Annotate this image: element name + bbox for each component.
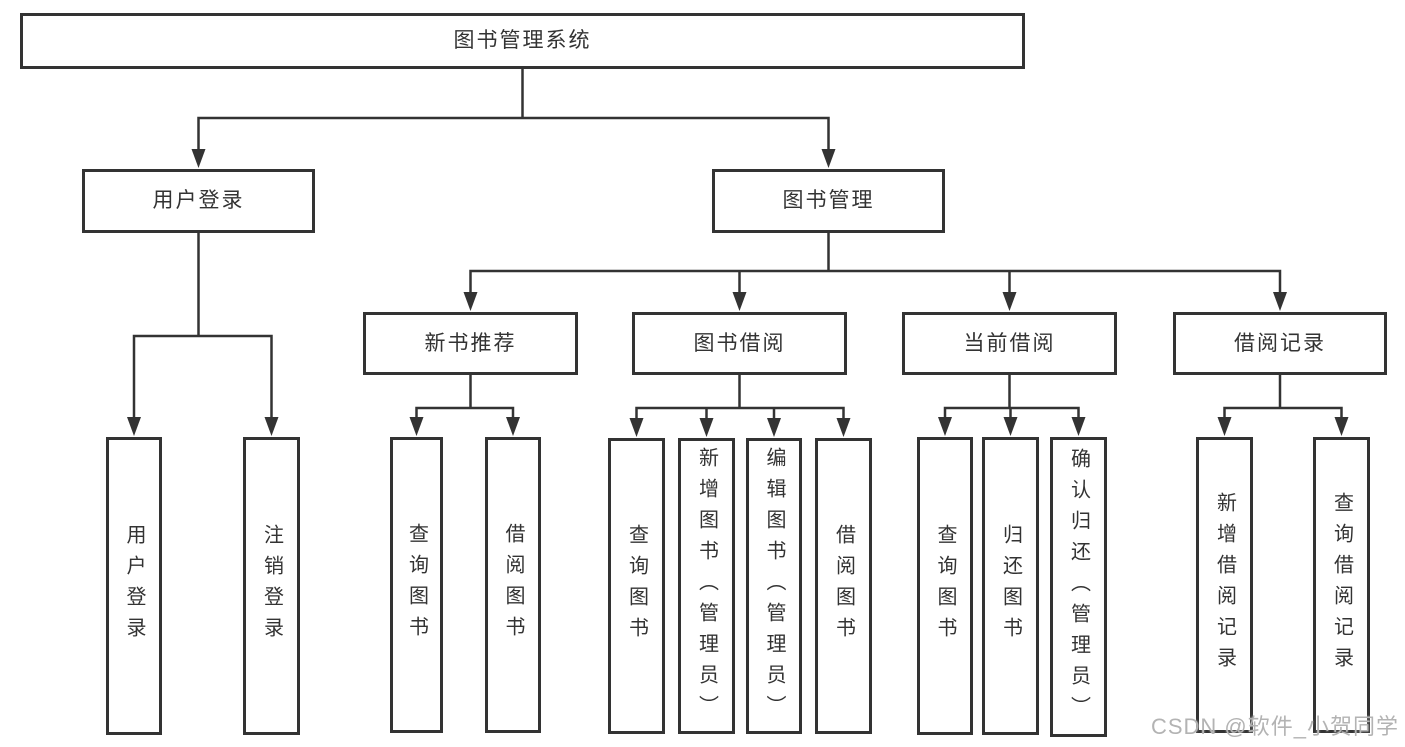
node-cb-return: 归还图书 — [982, 437, 1039, 735]
node-bb-borrow: 借阅图书 — [815, 438, 872, 734]
node-cb-confirm: 确认归还（管理员） — [1050, 437, 1107, 737]
node-book-borrow: 图书借阅 — [632, 312, 847, 375]
node-br-add: 新增借阅记录 — [1196, 437, 1253, 733]
node-br-query: 查询借阅记录 — [1313, 437, 1370, 733]
node-bb-query: 查询图书 — [608, 438, 665, 734]
node-ul-logout: 注销登录 — [243, 437, 300, 735]
node-nr-query: 查询图书 — [390, 437, 443, 733]
node-new-rec: 新书推荐 — [363, 312, 578, 375]
node-ul-login: 用户登录 — [106, 437, 162, 735]
node-bb-add: 新增图书（管理员） — [678, 438, 735, 734]
node-nr-borrow: 借阅图书 — [485, 437, 541, 733]
node-bb-edit: 编辑图书（管理员） — [746, 438, 802, 734]
node-book-mgmt: 图书管理 — [712, 169, 945, 233]
node-borrow-rec: 借阅记录 — [1173, 312, 1387, 375]
node-root: 图书管理系统 — [20, 13, 1025, 69]
node-cur-borrow: 当前借阅 — [902, 312, 1117, 375]
node-user-login: 用户登录 — [82, 169, 315, 233]
node-cb-query: 查询图书 — [917, 437, 973, 735]
